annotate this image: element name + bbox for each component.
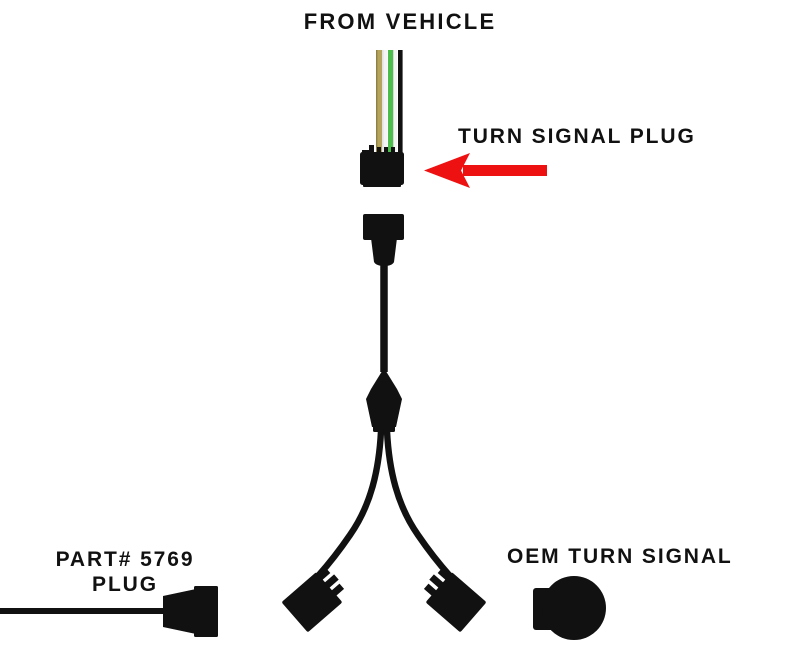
branch-connector-right-body bbox=[426, 572, 486, 632]
part-5769-plug bbox=[0, 586, 218, 637]
black-wire bbox=[398, 50, 403, 160]
y-splitter-body bbox=[366, 368, 402, 432]
branch-connector-left bbox=[282, 567, 345, 632]
branch-cable-left bbox=[314, 427, 385, 580]
arrow-head bbox=[424, 153, 470, 188]
tan-wire bbox=[377, 50, 382, 160]
part-5769-plug-cap bbox=[194, 586, 218, 637]
branch-connector-right bbox=[423, 567, 486, 632]
branch-left-prong-3 bbox=[331, 583, 345, 597]
white-wire-2 bbox=[393, 50, 397, 160]
y-splitter-shape bbox=[366, 368, 402, 427]
mating-plug-connector bbox=[363, 214, 404, 266]
arrow-shaft bbox=[463, 165, 547, 176]
bulb-globe bbox=[542, 576, 606, 640]
vehicle-wire-bundle bbox=[376, 50, 403, 160]
branch-right-prong-1 bbox=[437, 567, 451, 581]
label-turn-signal-plug: TURN SIGNAL PLUG bbox=[458, 125, 696, 148]
branch-left-prong-2 bbox=[324, 574, 339, 589]
turn-signal-plug-connector bbox=[360, 145, 404, 187]
green-wire bbox=[388, 50, 393, 160]
mating-plug-neck bbox=[371, 238, 397, 266]
label-part-number: PART# 5769 bbox=[55, 548, 195, 571]
label-part-plug-word: PLUG bbox=[92, 573, 158, 596]
label-from-vehicle: FROM VEHICLE bbox=[303, 9, 497, 34]
label-oem-turn-signal: OEM TURN SIGNAL bbox=[507, 545, 733, 568]
pointer-arrow bbox=[424, 153, 547, 188]
white-wire bbox=[383, 50, 387, 160]
label-part-5769-plug: PART# 5769 PLUG bbox=[20, 547, 230, 597]
mating-plug-head bbox=[363, 214, 404, 240]
branch-cable-right bbox=[383, 427, 454, 580]
branch-left-prong-1 bbox=[317, 567, 331, 581]
turn-signal-plug-body bbox=[360, 152, 404, 185]
white-wire-2-edge bbox=[393, 50, 394, 160]
white-wire-edge bbox=[382, 50, 384, 160]
branch-right-prong-2 bbox=[429, 574, 444, 589]
tan-wire-edge bbox=[376, 50, 378, 160]
oem-turn-signal-bulb bbox=[533, 576, 606, 640]
part-5769-plug-body bbox=[163, 589, 196, 634]
branch-right-prong-3 bbox=[423, 583, 437, 597]
branch-connector-left-body bbox=[282, 572, 342, 632]
turn-signal-plug-lip bbox=[363, 183, 401, 187]
